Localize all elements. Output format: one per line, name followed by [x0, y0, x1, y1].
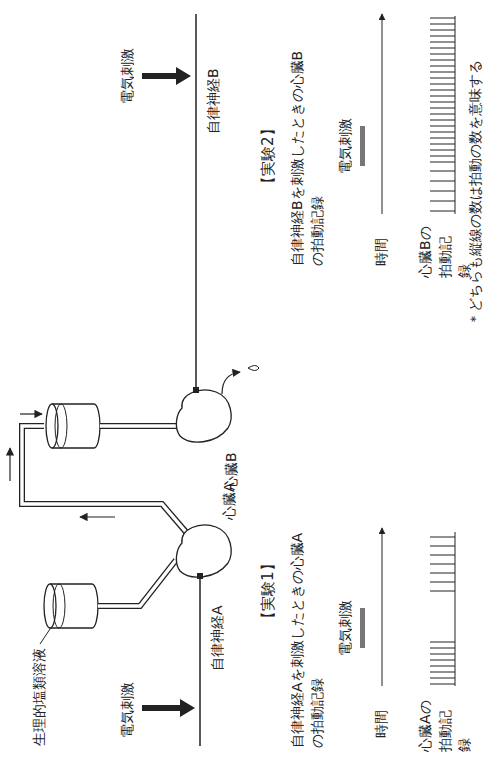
beaker-a — [44, 584, 98, 628]
axis-label: 時間 — [372, 238, 392, 266]
stimulus-label: 電気刺激 — [336, 600, 356, 656]
tube-inner — [98, 560, 176, 606]
tube — [22, 426, 186, 532]
time-axis — [382, 528, 383, 686]
record-baseline — [455, 16, 456, 214]
stimulus-label: 電気刺激 — [336, 118, 356, 174]
solution-label: 生理的塩類溶液 — [30, 648, 50, 746]
tube-inner — [22, 426, 186, 532]
tube — [98, 560, 176, 606]
leader-line — [40, 626, 52, 644]
axis-label: 時間 — [372, 710, 392, 738]
flow-arrow — [9, 448, 10, 481]
heartbeat-ticks — [430, 537, 455, 684]
experiment-description: 自律神経Bを刺激したときの心臓Bの拍動記録 — [288, 46, 327, 266]
heartbeat-ticks — [430, 18, 455, 211]
stimulus-arrow — [142, 699, 195, 717]
stimulus-bar — [360, 608, 365, 648]
drip-arrow — [222, 372, 240, 394]
heart-a — [176, 525, 231, 577]
experiment-description: 自律神経Aを刺激したときの心臓Aの拍動記録 — [288, 528, 327, 748]
heart-b — [176, 390, 231, 442]
record-label: 心臓Aの拍動記録 — [416, 698, 475, 752]
tube — [100, 423, 178, 429]
experiment-heading: 【実験1】 — [258, 556, 279, 626]
record-label: 心臓Bの拍動記録 — [416, 224, 475, 278]
nerve-b — [195, 14, 197, 388]
nerve-label: 自律神経A — [208, 605, 228, 671]
beaker-b — [46, 404, 100, 448]
nerve-label: 自律神経B — [204, 68, 224, 134]
flow-arrow — [20, 413, 42, 414]
stimulus-label: 電気刺激 — [118, 682, 138, 738]
drop — [248, 366, 259, 371]
footnote: ＊どちらも縦線の数は拍動の数を意味する — [466, 60, 486, 326]
experiment-heading: 【実験2】 — [258, 121, 279, 191]
time-axis — [382, 14, 383, 214]
heart-label: 心臓B — [222, 452, 242, 490]
stimulus-bar — [360, 126, 365, 166]
flow-arrow — [80, 516, 115, 517]
tube-inner — [100, 424, 178, 427]
nerve-electrode — [197, 573, 203, 579]
stimulus-arrow — [142, 67, 191, 85]
stimulus-label: 電気刺激 — [118, 48, 138, 104]
nerve-a — [199, 576, 201, 746]
nerve-electrode — [193, 387, 199, 393]
